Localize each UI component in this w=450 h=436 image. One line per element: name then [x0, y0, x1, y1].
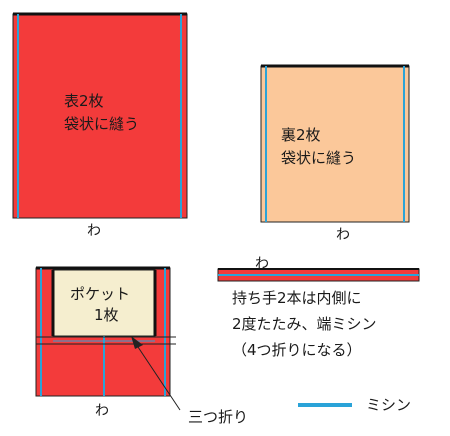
pocket-fabric-piece: [35, 266, 176, 397]
handle-note-line1: 持ち手2本は内側に: [232, 289, 362, 307]
legend-stitch-label: ミシン: [366, 396, 412, 414]
outer-fabric-piece: [12, 12, 188, 219]
lining-fold-mark: わ: [336, 227, 350, 243]
handle-fold-mark: わ: [255, 256, 269, 272]
outer-fabric-rect: [12, 13, 188, 219]
handle-note-line2: 2度たたみ、端ミシン: [232, 315, 377, 333]
lining-label-line2: 袋状に縫う: [281, 149, 357, 167]
leader-arrowhead: [131, 336, 143, 349]
lining-fabric-piece: [260, 64, 410, 223]
fold-note-leader: [131, 336, 181, 411]
handle-strap: [217, 268, 420, 282]
lining-label-line1: 裏2枚: [281, 126, 321, 144]
pocket-label-line1: ポケット: [70, 285, 131, 303]
pocket-fold-mark: わ: [95, 403, 109, 419]
handle-note-line3: （4つ折りになる）: [232, 341, 362, 359]
pocket-label-line2: 1枚: [94, 306, 119, 324]
leader-line: [135, 343, 181, 411]
outer-label-line2: 袋状に縫う: [64, 115, 140, 133]
outer-label-line1: 表2枚: [64, 92, 104, 110]
outer-fold-mark: わ: [87, 223, 101, 239]
fold-note-label: 三つ折り: [188, 408, 249, 426]
